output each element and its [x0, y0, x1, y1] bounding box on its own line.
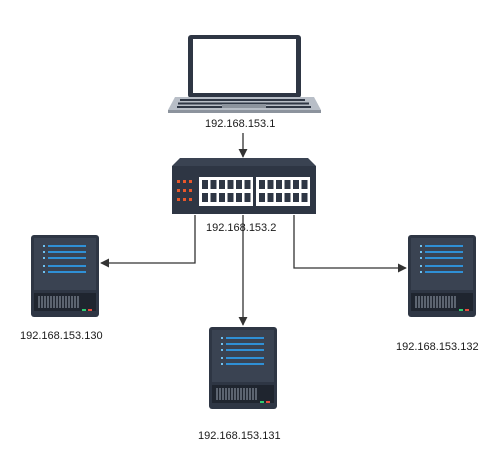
laptop-icon — [168, 35, 321, 113]
server-icon-left — [30, 234, 100, 318]
network-switch-icon — [172, 158, 316, 214]
server-icon-right — [407, 234, 477, 318]
connector-switch-server-right — [293, 215, 407, 273]
connector-switch-server-left — [100, 215, 196, 268]
server-bottom-ip-label: 192.168.153.131 — [198, 430, 281, 442]
switch-ip-label: 192.168.153.2 — [206, 222, 277, 234]
server-left-ip-label: 192.168.153.130 — [20, 330, 103, 342]
server-right-ip-label: 192.168.153.132 — [396, 341, 479, 353]
connectors — [100, 133, 407, 326]
server-icon-bottom — [208, 326, 278, 410]
laptop-ip-label: 192.168.153.1 — [205, 118, 276, 130]
